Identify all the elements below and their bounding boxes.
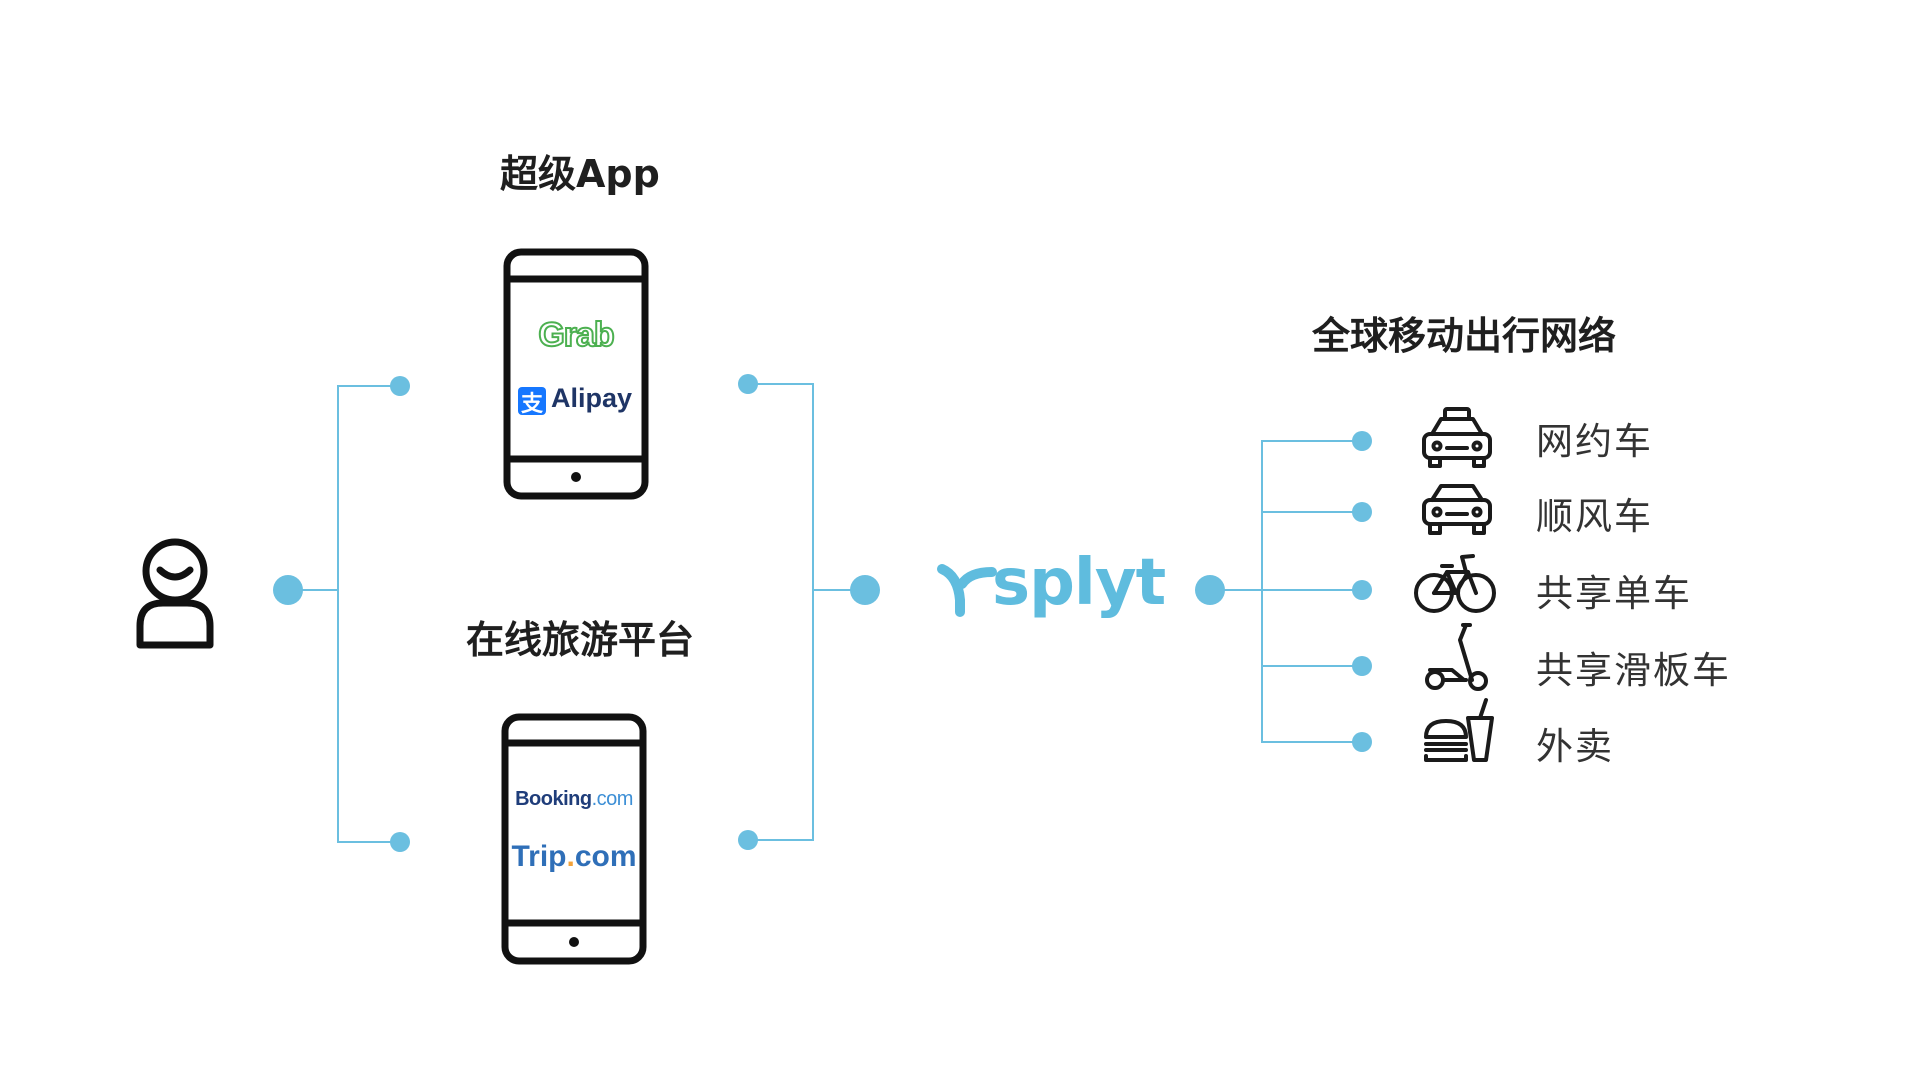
service-label-carpool: 顺风车 xyxy=(1536,495,1653,538)
phone-icon-super-app xyxy=(503,248,649,500)
trip-name: Trip xyxy=(511,840,567,873)
service-label-bike-share: 共享单车 xyxy=(1536,572,1692,615)
food-delivery-icon xyxy=(1424,698,1494,762)
splyt-logo: splyt xyxy=(992,546,1166,620)
scooter-icon xyxy=(1425,623,1488,691)
booking-logo: Booking.com xyxy=(510,788,638,811)
taxi-icon xyxy=(1422,407,1492,468)
trip-logo: Trip.com xyxy=(510,840,638,874)
svg-text:支: 支 xyxy=(521,392,544,417)
travel-platform-heading: 在线旅游平台 xyxy=(466,618,695,662)
booking-name: Booking xyxy=(515,788,592,810)
service-label-scooter-share: 共享滑板车 xyxy=(1536,649,1731,692)
network-heading: 全球移动出行网络 xyxy=(1312,314,1617,358)
super-app-heading: 超级App xyxy=(500,152,660,196)
trip-dot: . xyxy=(566,840,575,873)
connector-dots xyxy=(273,374,1372,852)
phone-icon-travel-platform xyxy=(501,713,647,965)
trip-suffix: com xyxy=(574,840,637,873)
splyt-logo-icon xyxy=(937,564,997,617)
car-icon xyxy=(1422,484,1492,535)
grab-logo: Grab xyxy=(537,315,615,355)
booking-suffix: .com xyxy=(591,788,634,810)
alipay-logo: Alipay xyxy=(551,383,633,413)
alipay-logo-icon: 支 xyxy=(518,387,546,417)
user-icon xyxy=(136,538,214,649)
service-label-food-delivery: 外卖 xyxy=(1536,725,1614,768)
service-label-ride-hailing: 网约车 xyxy=(1536,420,1653,463)
bicycle-icon xyxy=(1414,554,1496,613)
connectors xyxy=(288,383,1362,843)
